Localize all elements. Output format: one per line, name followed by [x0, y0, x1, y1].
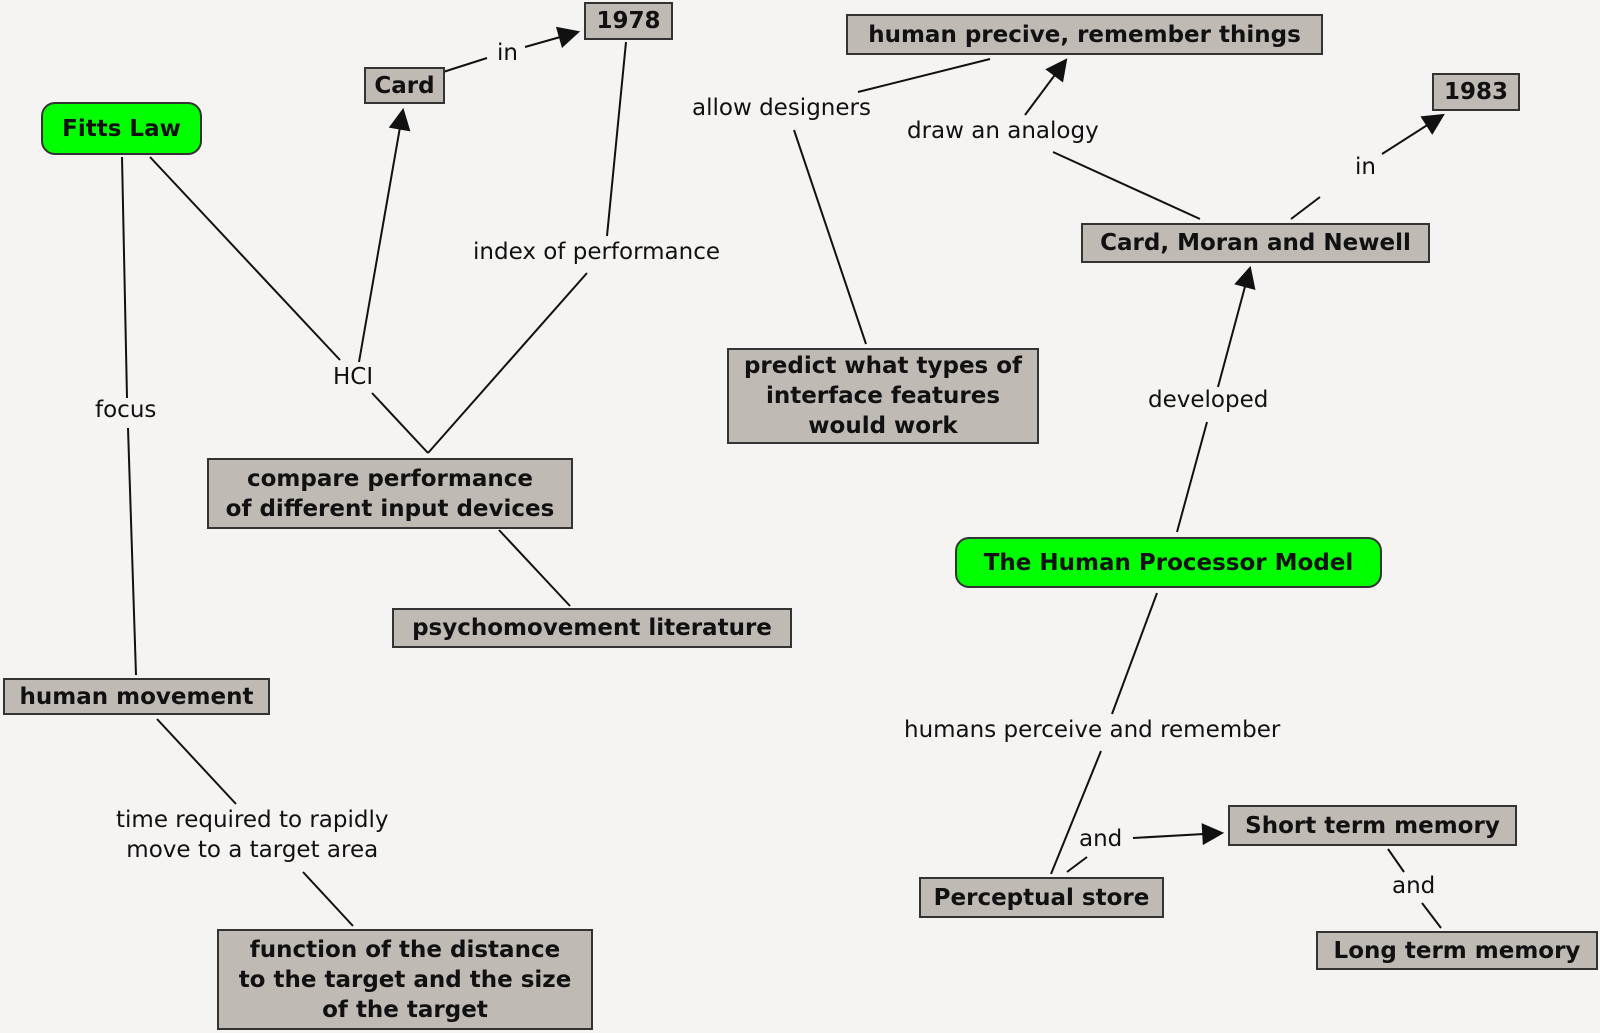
link-analogy-perceive: [1024, 58, 1068, 116]
link-allow-perceive: [857, 58, 991, 93]
link-in-1978: [524, 26, 581, 48]
label-draw-analogy: draw an analogy: [907, 118, 1099, 144]
node-function-distance[interactable]: function of the distance to the target a…: [217, 929, 593, 1030]
link-fitts-hci: [149, 156, 341, 361]
node-compare-performance[interactable]: compare performance of different input d…: [207, 458, 573, 529]
node-psychomovement[interactable]: psychomovement literature: [392, 608, 792, 648]
label-hci: HCI: [333, 364, 374, 390]
label-humans-perceive: humans perceive and remember: [904, 717, 1281, 743]
label-time-required: time required to rapidly move to a targe…: [116, 807, 389, 863]
link-cmn-in: [1290, 196, 1321, 220]
link-focus-movement: [127, 427, 137, 676]
node-human-perceive[interactable]: human precive, remember things: [846, 14, 1323, 55]
link-1978-index: [606, 41, 627, 237]
label-focus: focus: [95, 397, 157, 423]
link-store-and: [1066, 856, 1088, 873]
node-perceptual-store[interactable]: Perceptual store: [919, 877, 1164, 918]
node-year-1983[interactable]: 1983: [1432, 73, 1520, 111]
node-card[interactable]: Card: [364, 67, 445, 104]
label-and-1: and: [1079, 826, 1123, 852]
node-card-moran-newell[interactable]: Card, Moran and Newell: [1081, 223, 1430, 263]
label-in-1983: in: [1355, 154, 1376, 180]
link-hpm-perceive: [1111, 592, 1158, 715]
link-movement-time: [156, 718, 237, 805]
link-predict-allow: [793, 129, 867, 345]
node-fitts-law[interactable]: Fitts Law: [41, 102, 202, 155]
link-in-1983: [1381, 113, 1445, 155]
link-hci-card: [358, 107, 411, 363]
link-card-in: [439, 57, 488, 74]
label-index-of-performance: index of performance: [473, 239, 721, 265]
node-human-movement[interactable]: human movement: [3, 678, 270, 715]
node-short-term-memory[interactable]: Short term memory: [1228, 805, 1517, 846]
link-compare-psycho: [498, 529, 571, 607]
link-time-function: [302, 871, 354, 927]
link-cmn-analogy: [1052, 151, 1201, 220]
link-fitts-focus: [121, 156, 128, 399]
link-index-compare: [427, 272, 588, 454]
label-allow-designers: allow designers: [692, 95, 871, 121]
node-year-1978[interactable]: 1978: [584, 2, 673, 40]
link-short-and: [1387, 848, 1405, 873]
node-predict-features[interactable]: predict what types of interface features…: [727, 348, 1039, 444]
label-and-2: and: [1392, 873, 1436, 899]
link-and-long: [1421, 902, 1442, 929]
link-hci-compare: [371, 392, 429, 454]
label-developed: developed: [1148, 387, 1269, 413]
node-long-term-memory[interactable]: Long term memory: [1316, 931, 1598, 970]
label-in-1978: in: [497, 40, 518, 66]
node-human-processor-model[interactable]: The Human Processor Model: [955, 537, 1382, 588]
link-developed-cmn: [1217, 265, 1256, 388]
link-perceive-store: [1050, 750, 1102, 875]
link-hpm-developed: [1176, 421, 1208, 533]
link-and-short: [1132, 823, 1225, 846]
